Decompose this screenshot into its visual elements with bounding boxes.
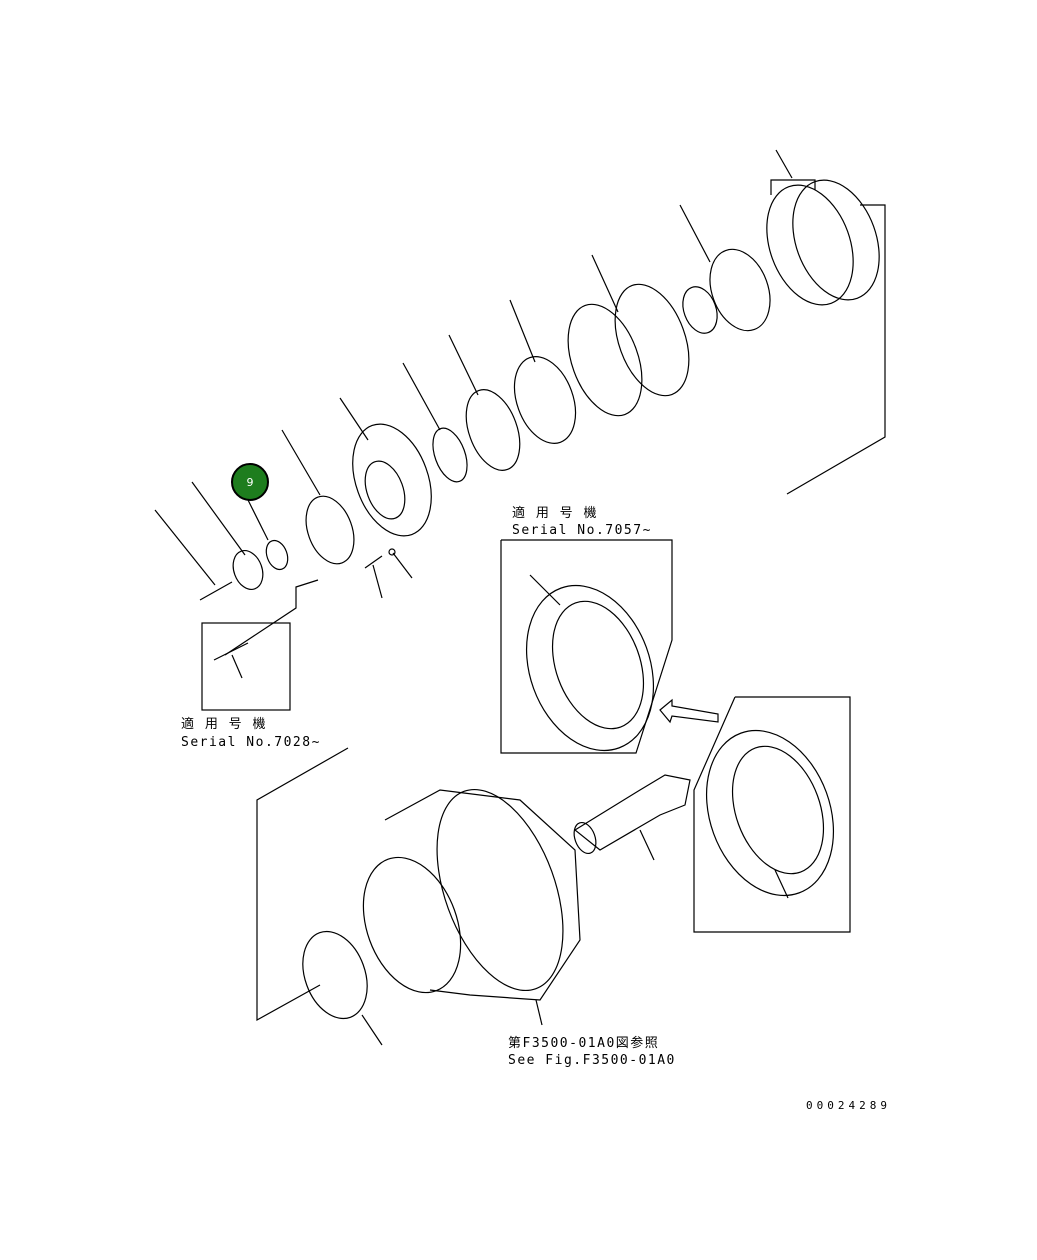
note-applicable-serial-jp: 適 用 号 機 (512, 506, 598, 521)
callout-badge-9[interactable]: 9 (231, 463, 269, 501)
note-serial-7057: Serial No.7057~ (512, 523, 652, 538)
note-see-fig: See Fig.F3500-01A0 (508, 1053, 676, 1068)
note-see-fig-jp: 第F3500-01A0図参照 (508, 1036, 660, 1051)
parts (199, 179, 880, 1020)
note-serial-7028: Serial No.7028~ (181, 735, 321, 750)
drawing-number: 00024289 (806, 1099, 891, 1112)
note-applicable-serial-jp: 適 用 号 機 (181, 717, 267, 732)
leader-lines (154, 149, 816, 1046)
group-brackets (201, 204, 886, 1022)
